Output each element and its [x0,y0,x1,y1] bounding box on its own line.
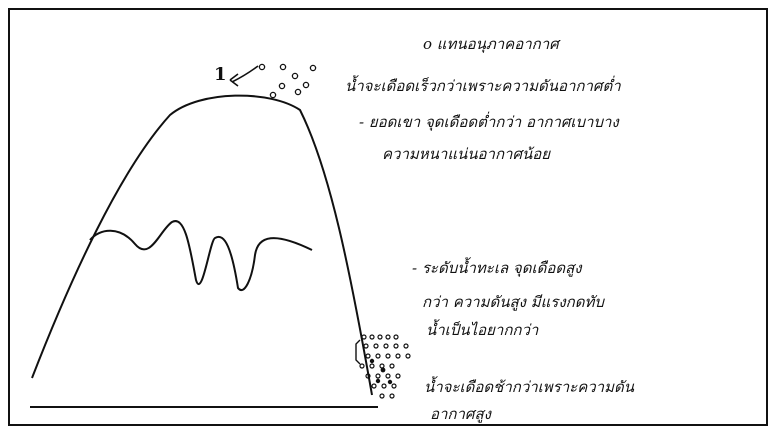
peak-note-line1: น้ำจะเดือดเร็วกว่าเพราะความดันอากาศต่ำ [345,77,621,95]
air-particles-dense-filled [369,358,393,385]
peak-marker-number: 1 [214,64,227,85]
drawing-frame [8,8,768,426]
sea-note-line3: น้ำเป็นไอยากกว่า [426,321,539,339]
peak-note-line3: ความหนาแน่นอากาศน้อย [382,145,551,163]
sea-note-line2: กว่า ความดันสูง มีแรงกดทับ [422,293,604,311]
peak-arrow [231,65,259,83]
air-particles-sparse [258,63,317,99]
base-note-line2: อากาศสูง [430,405,491,423]
mountain-snow-line [89,220,313,291]
mountain-outline [31,94,373,396]
dense-bracket [355,339,361,365]
air-particles-dense [359,334,411,399]
peak-note-line2: - ยอดเขา จุดเดือดต่ำกว่า อากาศเบาบาง [359,113,619,131]
peak-arrowhead [229,73,239,87]
sea-note-line1: - ระดับน้ำทะเล จุดเดือดสูง [412,259,582,277]
legend-text: o แทนอนุภาคอากาศ [423,35,559,53]
base-note-line1: น้ำจะเดือดช้ากว่าเพราะความดัน [424,378,634,396]
